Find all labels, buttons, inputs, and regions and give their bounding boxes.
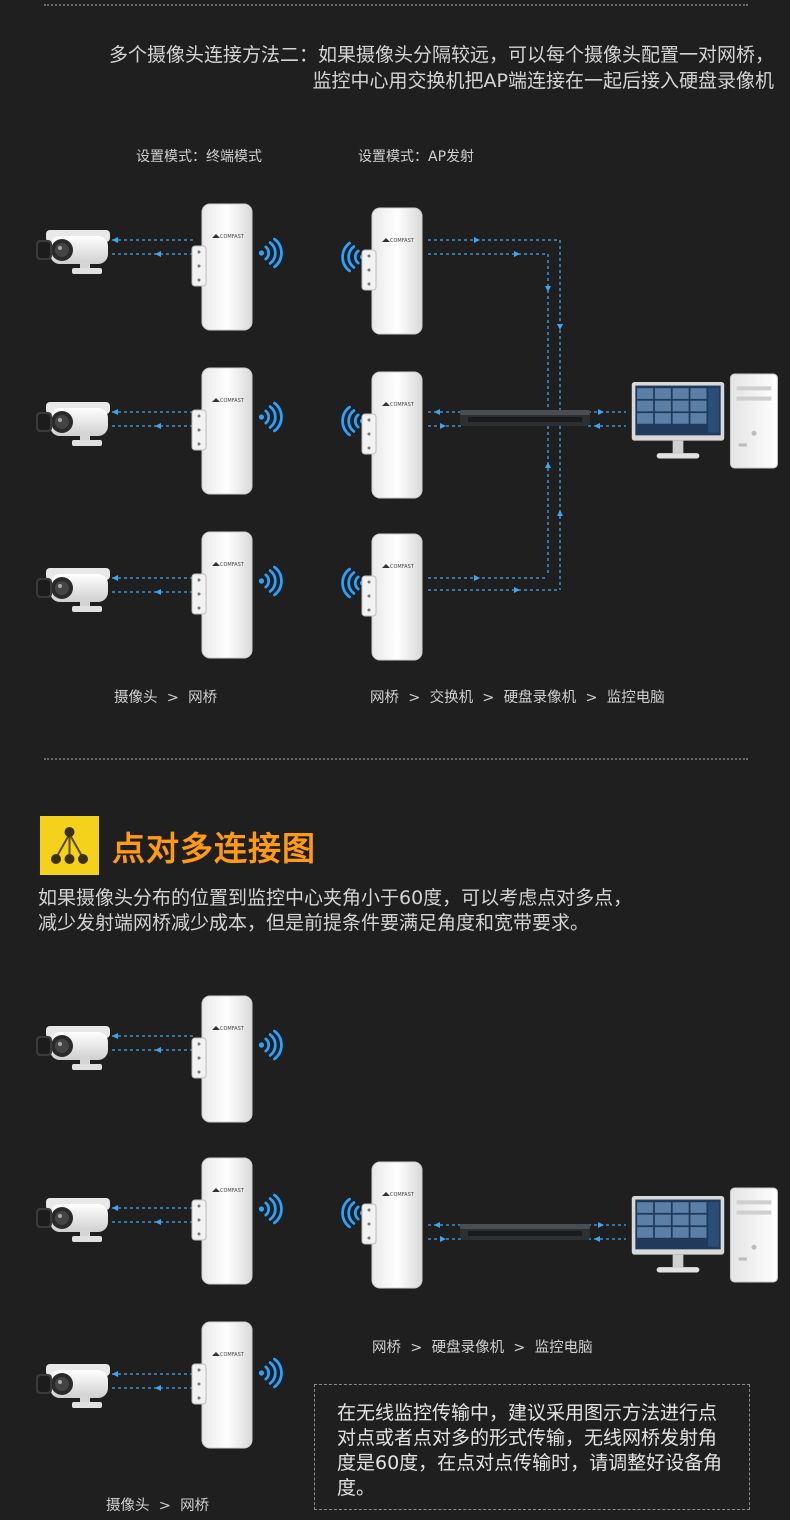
wifi-signal-icon — [258, 1193, 283, 1225]
client-bridge-1 — [191, 203, 253, 331]
pc-tower — [729, 373, 778, 469]
client-bridge-3 — [191, 531, 253, 659]
camera-3 — [36, 568, 110, 612]
section-desc-line-2: 减少发射端网桥减少成本，但是前提条件要满足角度和宽带要求。 — [38, 912, 590, 934]
camera-6 — [36, 1364, 110, 1408]
camera-5 — [36, 1198, 110, 1242]
mode-label-client: 设置模式：终端模式 — [136, 149, 262, 165]
intro-text: 多个摄像头连接方法二：如果摄像头分隔较远，可以每个摄像头配置一对网桥， 监控中心… — [14, 42, 774, 94]
wifi-signal-icon — [258, 1029, 283, 1061]
pc-tower-2 — [729, 1187, 778, 1283]
client-bridge-4 — [191, 995, 253, 1123]
client-bridge-5 — [191, 1157, 253, 1285]
network-topology-icon — [40, 816, 99, 875]
note-box: 在无线监控传输中，建议采用图示方法进行点对点或者点对多的形式传输，无线网桥发射角… — [314, 1384, 750, 1510]
caption-bridge-nvr-pc: 网桥 > 硬盘录像机 > 监控电脑 — [372, 1340, 593, 1356]
nvr-recorder — [460, 1224, 590, 1240]
section-description: 如果摄像头分布的位置到监控中心夹角小于60度，可以考虑点对多点， 减少发射端网桥… — [38, 886, 632, 936]
ap-bridge-4 — [361, 1161, 423, 1289]
monitor-pc-2 — [631, 1196, 725, 1273]
wifi-signal-icon — [258, 401, 283, 433]
section-desc-line-1: 如果摄像头分布的位置到监控中心夹角小于60度，可以考虑点对多点， — [38, 887, 633, 909]
mode-label-ap: 设置模式：AP发射 — [358, 149, 475, 165]
ap-bridge-3 — [361, 533, 423, 661]
note-text: 在无线监控传输中，建议采用图示方法进行点对点或者点对多的形式传输，无线网桥发射角… — [337, 1402, 723, 1499]
ap-bridge-2 — [361, 371, 423, 499]
caption-camera-bridge: 摄像头 > 网桥 — [114, 690, 218, 706]
client-bridge-2 — [191, 367, 253, 495]
monitor-pc — [631, 382, 725, 459]
intro-line-1: 多个摄像头连接方法二：如果摄像头分隔较远，可以每个摄像头配置一对网桥， — [108, 44, 774, 66]
caption-camera-bridge-2: 摄像头 > 网桥 — [106, 1498, 210, 1514]
caption-bridge-chain: 网桥 > 交换机 > 硬盘录像机 > 监控电脑 — [370, 690, 665, 706]
client-bridge-6 — [191, 1321, 253, 1449]
middle-divider — [44, 758, 748, 760]
wifi-signal-icon — [258, 565, 283, 597]
camera-1 — [36, 230, 110, 274]
link-arrows-1 — [112, 237, 604, 595]
wifi-signal-icon — [258, 1357, 283, 1389]
wifi-signal-icon — [258, 237, 283, 269]
top-divider — [44, 4, 748, 6]
camera-4 — [36, 1026, 110, 1070]
camera-2 — [36, 402, 110, 446]
ap-bridge-1 — [361, 207, 423, 335]
links-group-2 — [112, 1035, 626, 1389]
section-title: 点对多连接图 — [112, 829, 316, 868]
intro-line-2: 监控中心用交换机把AP端连接在一起后接入硬盘录像机 — [312, 70, 774, 92]
network-switch — [460, 410, 590, 426]
link-arrows-2 — [112, 1033, 604, 1391]
